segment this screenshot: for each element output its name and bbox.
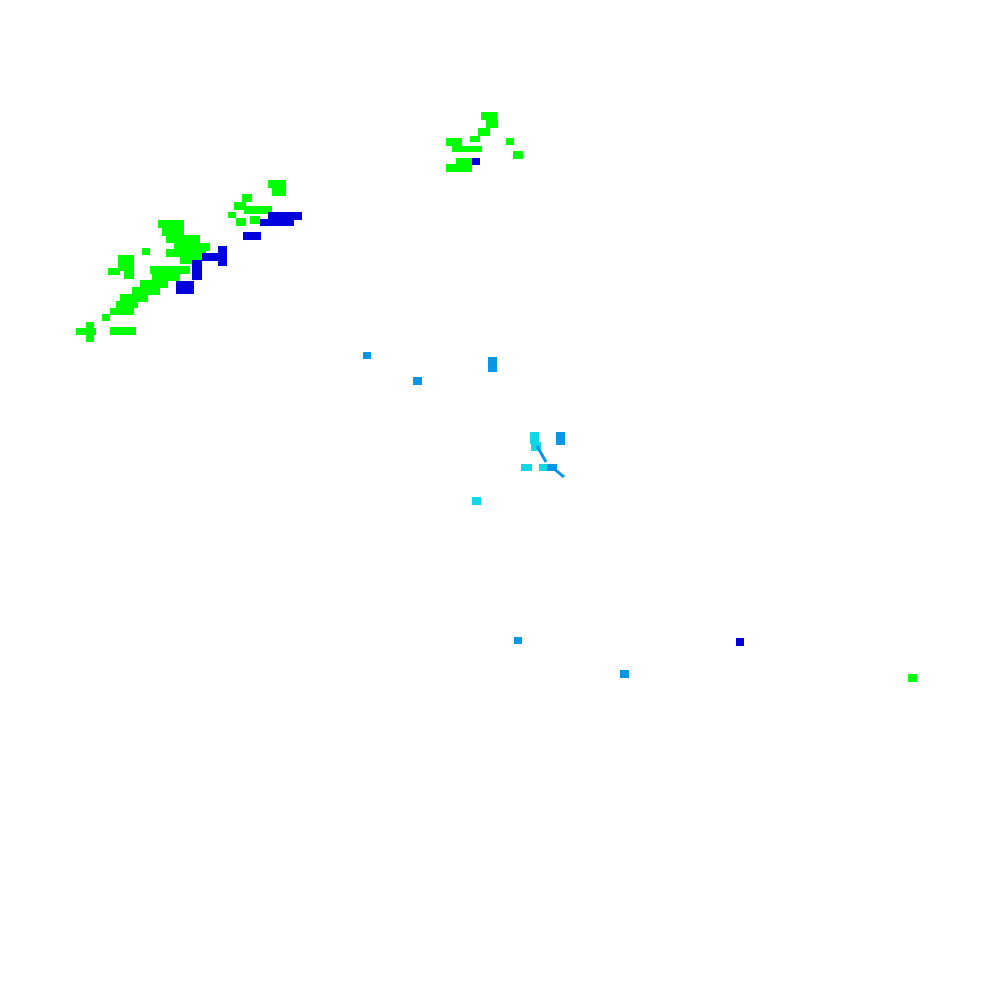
echo-cell-green (250, 216, 260, 224)
echo-cell-green (513, 151, 523, 159)
echo-cell-green (166, 235, 200, 243)
echo-cell-green (108, 268, 120, 275)
echo-cell-green (142, 248, 150, 255)
echo-cell-green (478, 128, 490, 136)
echo-cell-blue (192, 260, 202, 280)
echo-cell-green (268, 180, 286, 188)
echo-cell-green (166, 249, 206, 257)
echo-cell-green (234, 202, 246, 210)
echo-cell-blue (736, 638, 744, 646)
echo-cell-green (456, 158, 472, 164)
echo-cell-green (272, 188, 286, 196)
echo-cell-green (150, 266, 190, 274)
echo-cell-green (506, 138, 514, 145)
echo-cell-green (486, 120, 498, 128)
echo-cell-cyan (472, 497, 481, 505)
echo-cell-skyblue (547, 464, 557, 471)
echo-cell-green (118, 263, 134, 271)
echo-cell-blue (202, 253, 222, 261)
echo-cell-skyblue (488, 357, 497, 372)
echo-cell-skyblue (514, 637, 522, 644)
echo-cell-green (162, 228, 184, 236)
echo-cell-green (76, 328, 96, 335)
echo-cell-skyblue (556, 432, 565, 445)
echo-cell-green (116, 301, 138, 308)
echo-cell-green (242, 194, 252, 202)
echo-cell-green (110, 308, 134, 315)
echo-cell-skyblue (413, 377, 422, 385)
echo-cell-blue (176, 281, 194, 294)
echo-streak (552, 466, 565, 479)
echo-cell-green (180, 256, 202, 264)
echo-cell-green (452, 146, 482, 152)
echo-streak (535, 445, 548, 463)
echo-cell-green (124, 271, 134, 279)
echo-cell-cyan (531, 442, 541, 451)
echo-cell-green (118, 255, 134, 263)
echo-cell-green (908, 674, 917, 682)
echo-cell-green (446, 164, 472, 172)
echo-cell-green (132, 287, 160, 295)
echo-cell-blue (260, 219, 294, 226)
echo-cell-skyblue (363, 352, 371, 359)
echo-cell-green (481, 112, 497, 120)
echo-cell-blue (268, 212, 302, 220)
echo-cell-green (110, 327, 136, 335)
echo-cell-green (86, 335, 94, 342)
echo-cell-green (86, 322, 94, 329)
echo-cell-cyan (539, 464, 550, 471)
echo-cell-green (244, 206, 272, 214)
echo-cell-green (174, 243, 210, 251)
echo-cell-cyan (521, 464, 532, 471)
echo-cell-blue (218, 246, 227, 266)
echo-cell-green (158, 220, 184, 228)
echo-cell-blue (472, 158, 480, 165)
echo-cell-green (152, 273, 180, 281)
echo-cell-green (120, 294, 148, 302)
echo-cell-green (228, 212, 236, 218)
echo-cell-green (446, 138, 462, 146)
echo-cell-cyan (530, 432, 539, 444)
echo-cell-skyblue (620, 670, 629, 678)
echo-cell-green (236, 218, 246, 226)
echo-cell-blue (243, 232, 261, 240)
echo-cell-green (140, 280, 168, 288)
echo-cell-green (470, 136, 480, 142)
echo-cell-green (102, 314, 110, 321)
